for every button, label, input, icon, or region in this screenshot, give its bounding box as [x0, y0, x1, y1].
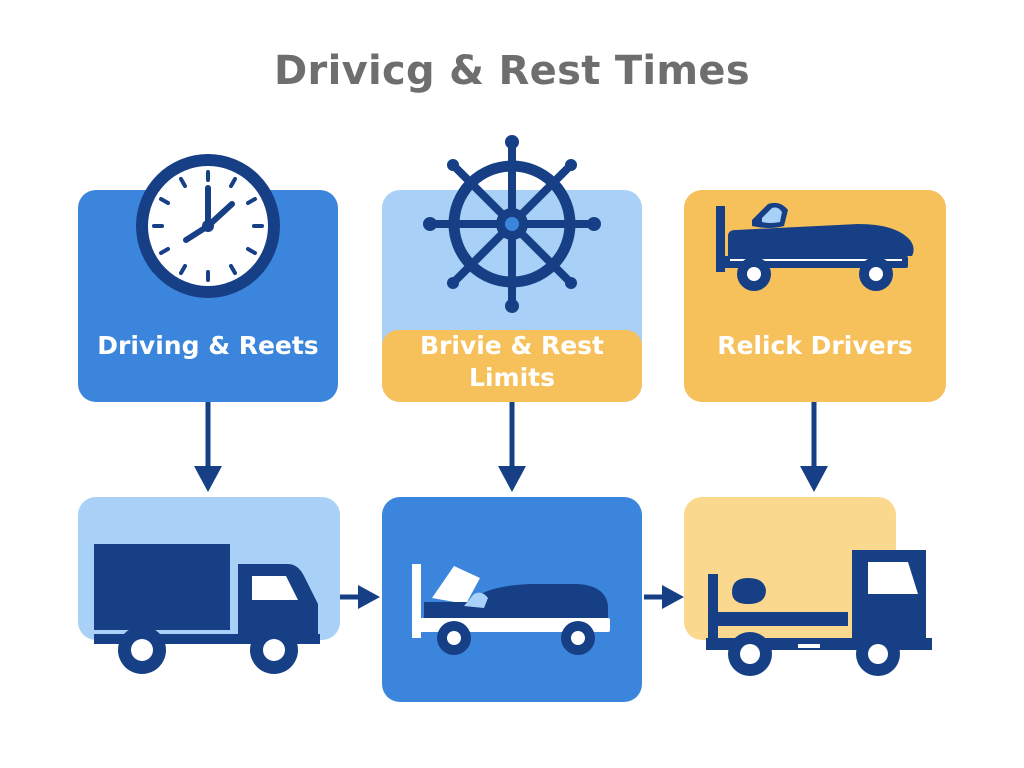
- arrow-right-icon: [644, 584, 686, 610]
- label-band: [382, 330, 642, 402]
- card-label-line-1: Brivie & Rest: [419, 331, 605, 360]
- clock-icon: [130, 148, 286, 304]
- card-label: Driving & Reets: [97, 331, 319, 360]
- sleeper-truck-icon: [712, 196, 918, 298]
- arrow-down-icon: [192, 402, 224, 494]
- bed-icon: [410, 558, 614, 662]
- box-truck-icon: [92, 542, 324, 678]
- card-label: Relick Drivers: [717, 331, 913, 360]
- arrow-down-icon: [496, 402, 528, 494]
- card-relick-drivers: Relick Drivers: [684, 190, 946, 402]
- arrow-down-icon: [798, 402, 830, 494]
- card-label-line-2: Limits: [469, 363, 555, 392]
- truck-with-bunk-icon: [702, 548, 938, 680]
- diagram-title: Drivicg & Rest Times: [274, 48, 750, 94]
- arrow-right-icon: [340, 584, 382, 610]
- ship-wheel-icon: [420, 134, 604, 314]
